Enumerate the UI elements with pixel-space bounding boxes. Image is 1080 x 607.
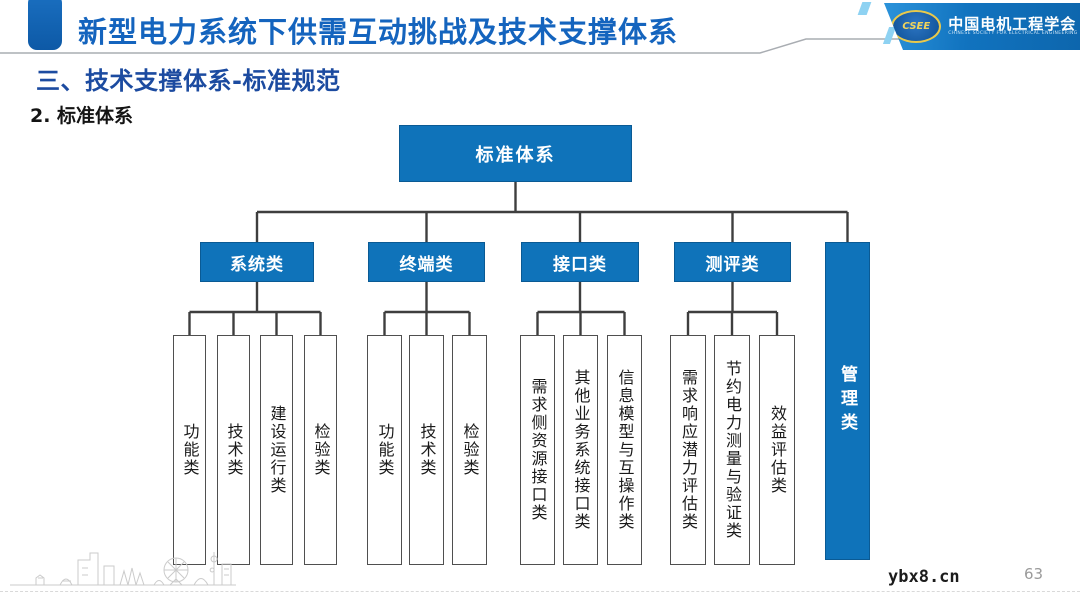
root-node: 标准体系 [399,125,632,182]
footer-divider [0,591,1080,592]
banner-decoration [882,27,897,44]
banner-decoration [857,2,872,15]
section-label: 2. 标准体系 [30,105,134,127]
leaf-node: 功能类 [173,335,206,565]
leaf-node: 技术类 [217,335,250,565]
leaf-node: 需求响应潜力评估类 [670,335,706,565]
header-accent-bar [28,0,62,50]
organization-name: 中国电机工程学会 [948,14,1077,33]
page-title: 新型电力系统下供需互动挑战及技术支撑体系 [78,15,679,49]
watermark: ybx8.cn [888,567,960,587]
category-node: 终端类 [368,242,485,282]
leaf-node: 功能类 [367,335,402,565]
organization-name-english: CHINESE SOCIETY FOR ELECTRICAL ENGINEERI… [948,31,1078,37]
leaf-node: 检验类 [452,335,487,565]
category-node: 测评类 [674,242,791,282]
section-subtitle: 三、技术支撑体系-标准规范 [36,67,341,95]
leaf-node: 建设运行类 [260,335,293,565]
leaf-node: 需求侧资源接口类 [520,335,555,565]
leaf-node: 检验类 [304,335,337,565]
leaf-node: 信息模型与互操作类 [607,335,642,565]
leaf-node: 其他业务系统接口类 [563,335,598,565]
organization-banner: CSEE 中国电机工程学会 CHINESE SOCIETY FOR ELECTR… [884,3,1080,50]
csee-logo-icon: CSEE [891,10,942,43]
category-node: 接口类 [521,242,639,282]
leaf-node: 技术类 [409,335,444,565]
leaf-node: 节约电力测量与验证类 [714,335,750,565]
management-node: 管理类 [825,242,870,560]
category-node: 系统类 [200,242,314,282]
city-skyline-art [10,552,236,586]
page-number: 63 [1024,565,1044,583]
leaf-node: 效益评估类 [759,335,795,565]
